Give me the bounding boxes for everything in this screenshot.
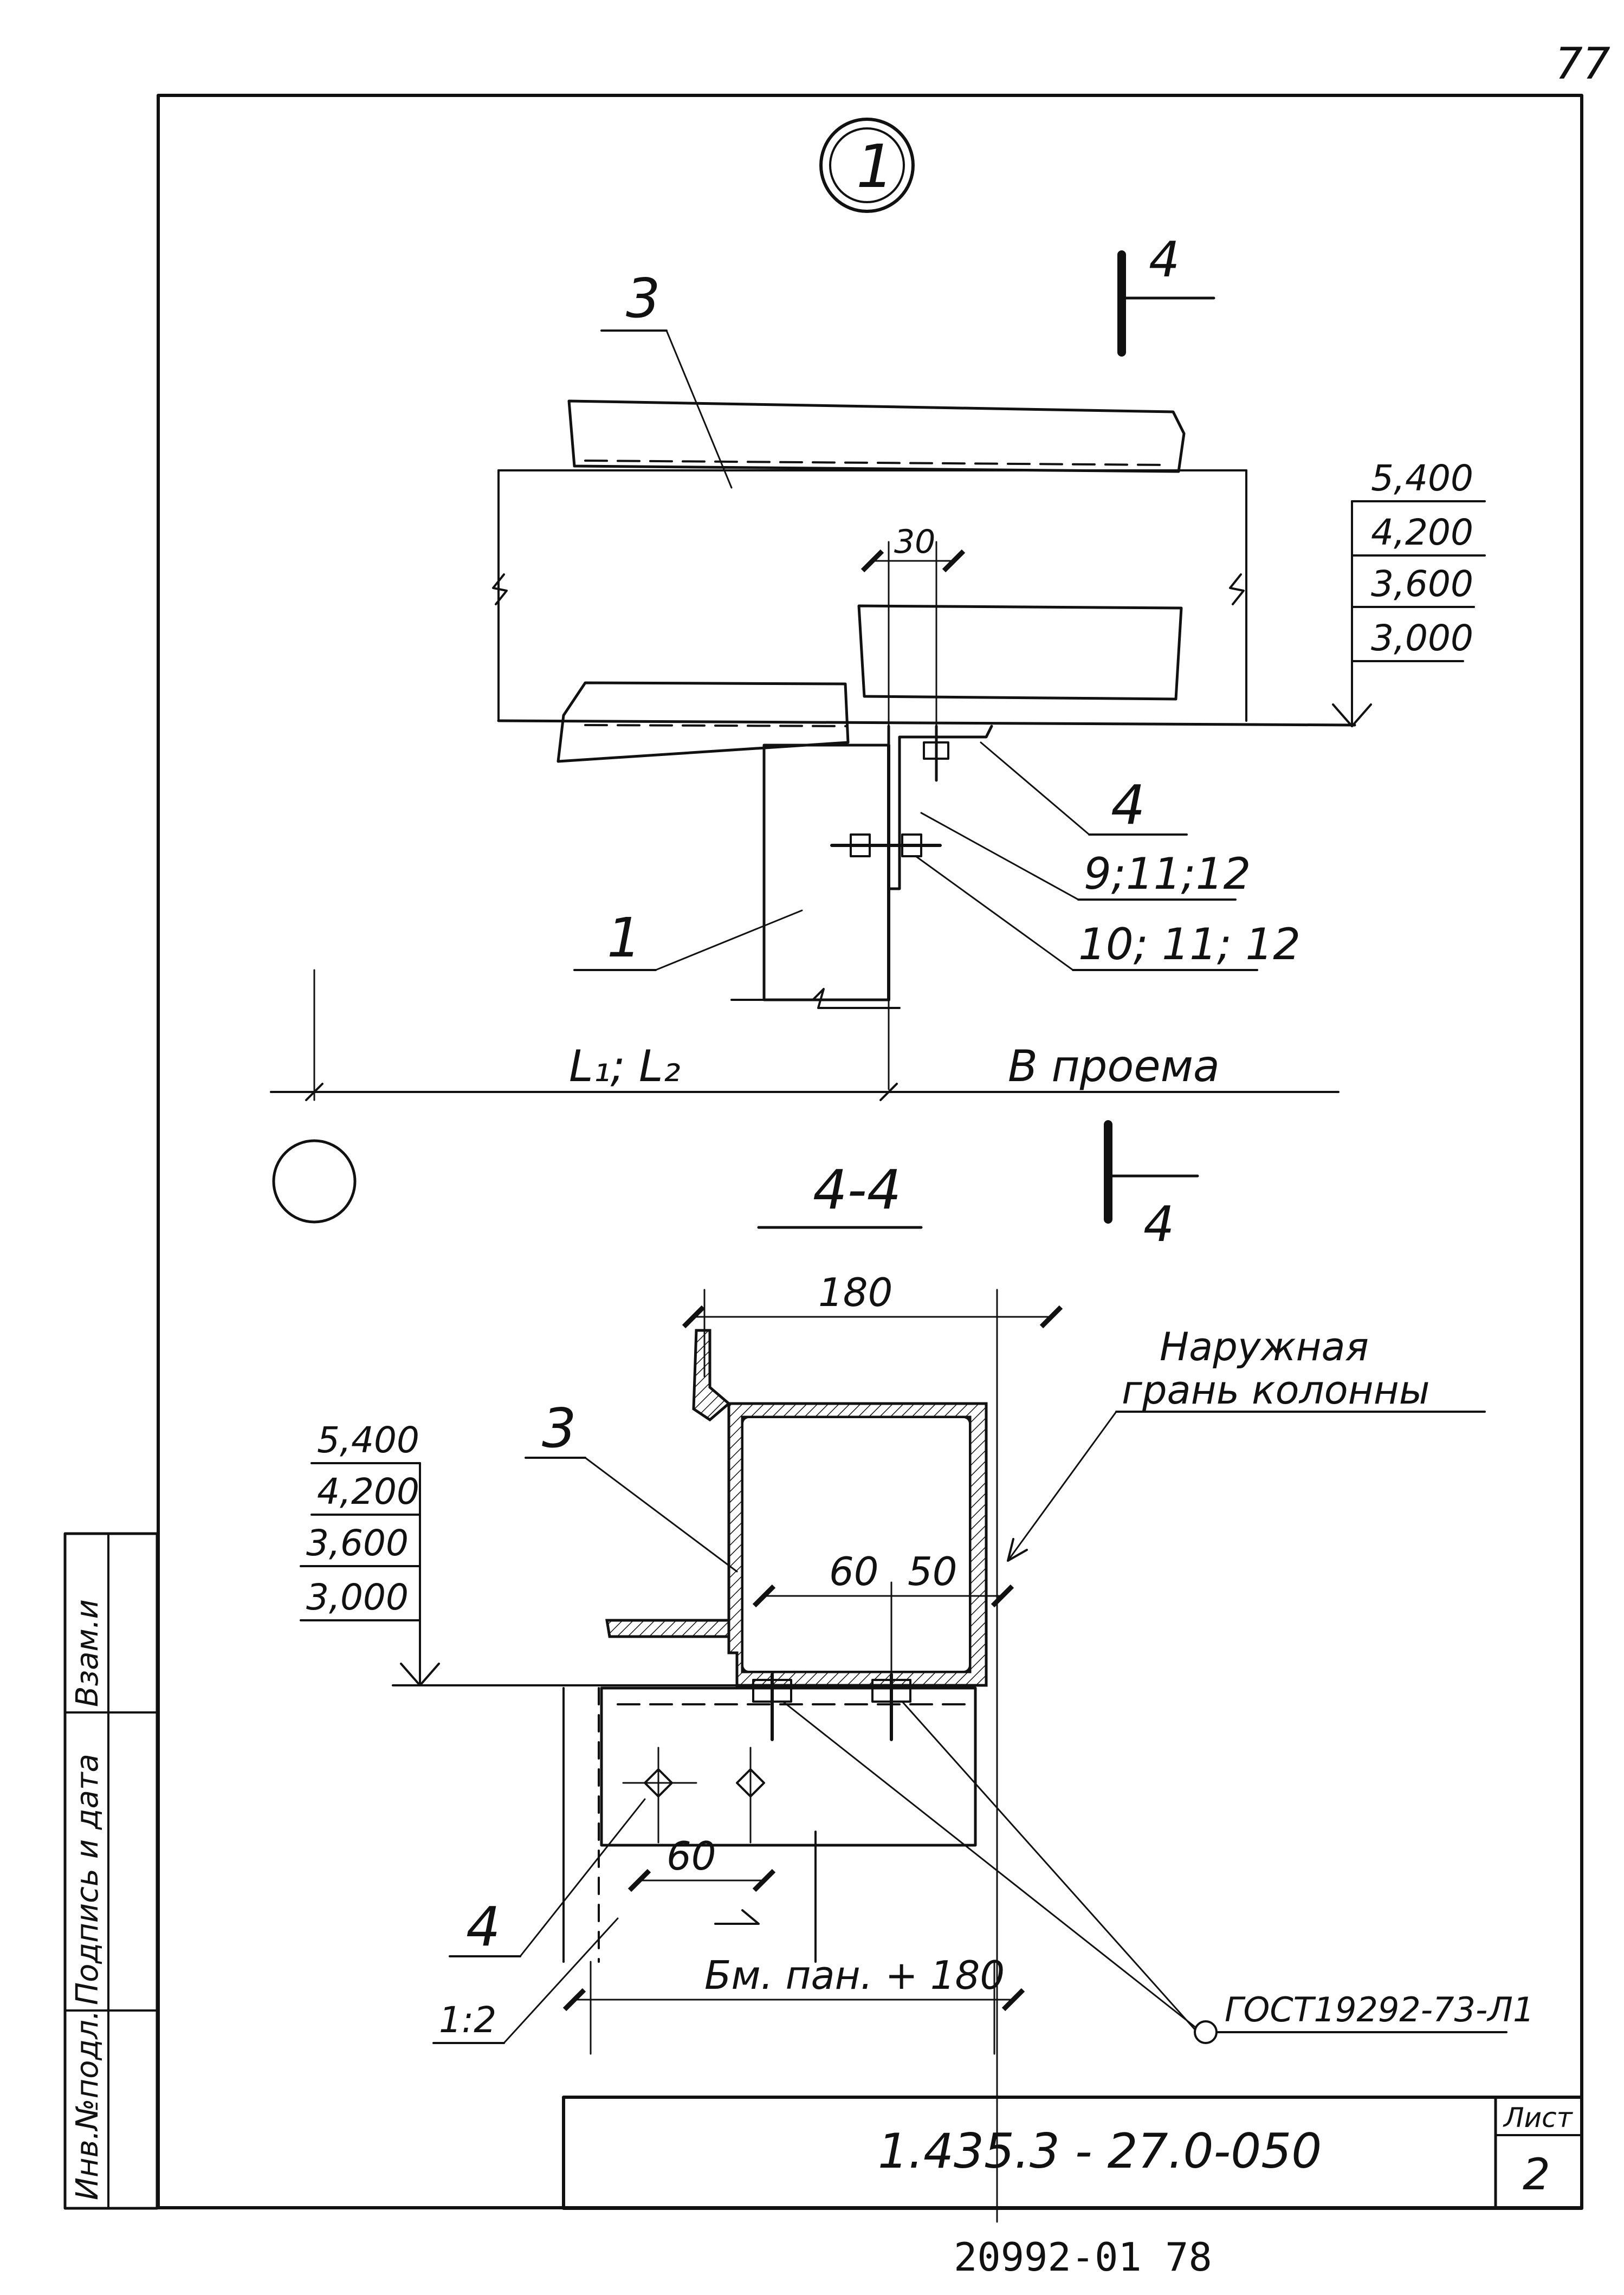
section-callout-3: 3 [542,1397,577,1460]
gost-reference: ГОСТ19292-73-Л1 [1225,1990,1534,2029]
view-marker: 1 [819,118,915,213]
svg-text:60: 60 [829,1549,879,1594]
svg-text:5,400: 5,400 [1371,457,1473,499]
sheet-frame [157,94,1583,2209]
elevation-ladder-top: 5,400 4,200 3,600 3,000 [1332,457,1486,727]
section-mark-top: 4 [1117,231,1215,357]
elevation-ladder-bottom: 5,400 4,200 3,600 3,000 [300,1419,976,1686]
svg-text:3,600: 3,600 [306,1522,409,1564]
svg-text:3,000: 3,000 [306,1576,409,1618]
bottom-dimension: Бм. пан. + 180 [704,1953,1005,1998]
svg-text:50: 50 [908,1549,957,1594]
svg-text:60: 60 [667,1833,716,1879]
sheet-number: 2 [1523,2149,1550,2200]
side-stamp: Инв.№подл. Подпись и дата Взам.и [63,1532,159,2210]
svg-text:3,600: 3,600 [1371,563,1473,605]
title-block: 1.435.3 - 27.0-050 Лист 2 [562,2096,1583,2210]
svg-text:4: 4 [1143,1196,1174,1253]
page-number: 77 [1555,38,1610,89]
document-code: 1.435.3 - 27.0-050 [878,2123,1322,2179]
callout-item-9-11-12: 9;11;12 [1084,849,1251,899]
callout-item-1: 1 [607,906,642,969]
svg-text:4-4: 4-4 [813,1158,901,1221]
section-title: 4-4 [757,1158,923,1229]
sheet-label: Лист [1503,2102,1574,2134]
axis-bubble [272,1139,357,1224]
outer-face-note-line2: грань колонны [1122,1367,1430,1413]
svg-text:4,200: 4,200 [1371,512,1473,553]
callout-item-3: 3 [626,267,661,330]
footer-code: 20992-01 78 [954,2234,1212,2280]
svg-text:3,000: 3,000 [1371,617,1473,659]
span-opening: B проема [1008,1041,1220,1091]
stamp-inv-no: Инв.№подл. [70,2010,105,2200]
elevation-view: 30 5,400 4,200 3,600 3,000 3 1 4 9;11;12 [270,267,1486,1224]
stamp-replaced: Взам.и [70,1599,105,1707]
callout-item-10-11-12: 10; 11; 12 [1078,919,1301,969]
svg-text:30: 30 [894,523,935,561]
span-l: L₁; L₂ [569,1041,681,1091]
stamp-signature: Подпись и дата [70,1754,105,2005]
svg-text:1: 1 [856,132,894,201]
scale-label: 1:2 [439,1999,496,2041]
svg-text:180: 180 [818,1270,892,1315]
svg-text:4,200: 4,200 [317,1471,419,1512]
section-callout-4: 4 [466,1895,501,1958]
section-mark-bottom: 4 [1104,1120,1199,1253]
svg-text:5,400: 5,400 [317,1419,419,1461]
outer-face-note-line1: Наружная [1160,1324,1369,1369]
callout-item-4: 4 [1111,773,1146,837]
svg-text:4: 4 [1149,231,1180,288]
section-view: 180 60 50 60 [300,1270,1534,2223]
